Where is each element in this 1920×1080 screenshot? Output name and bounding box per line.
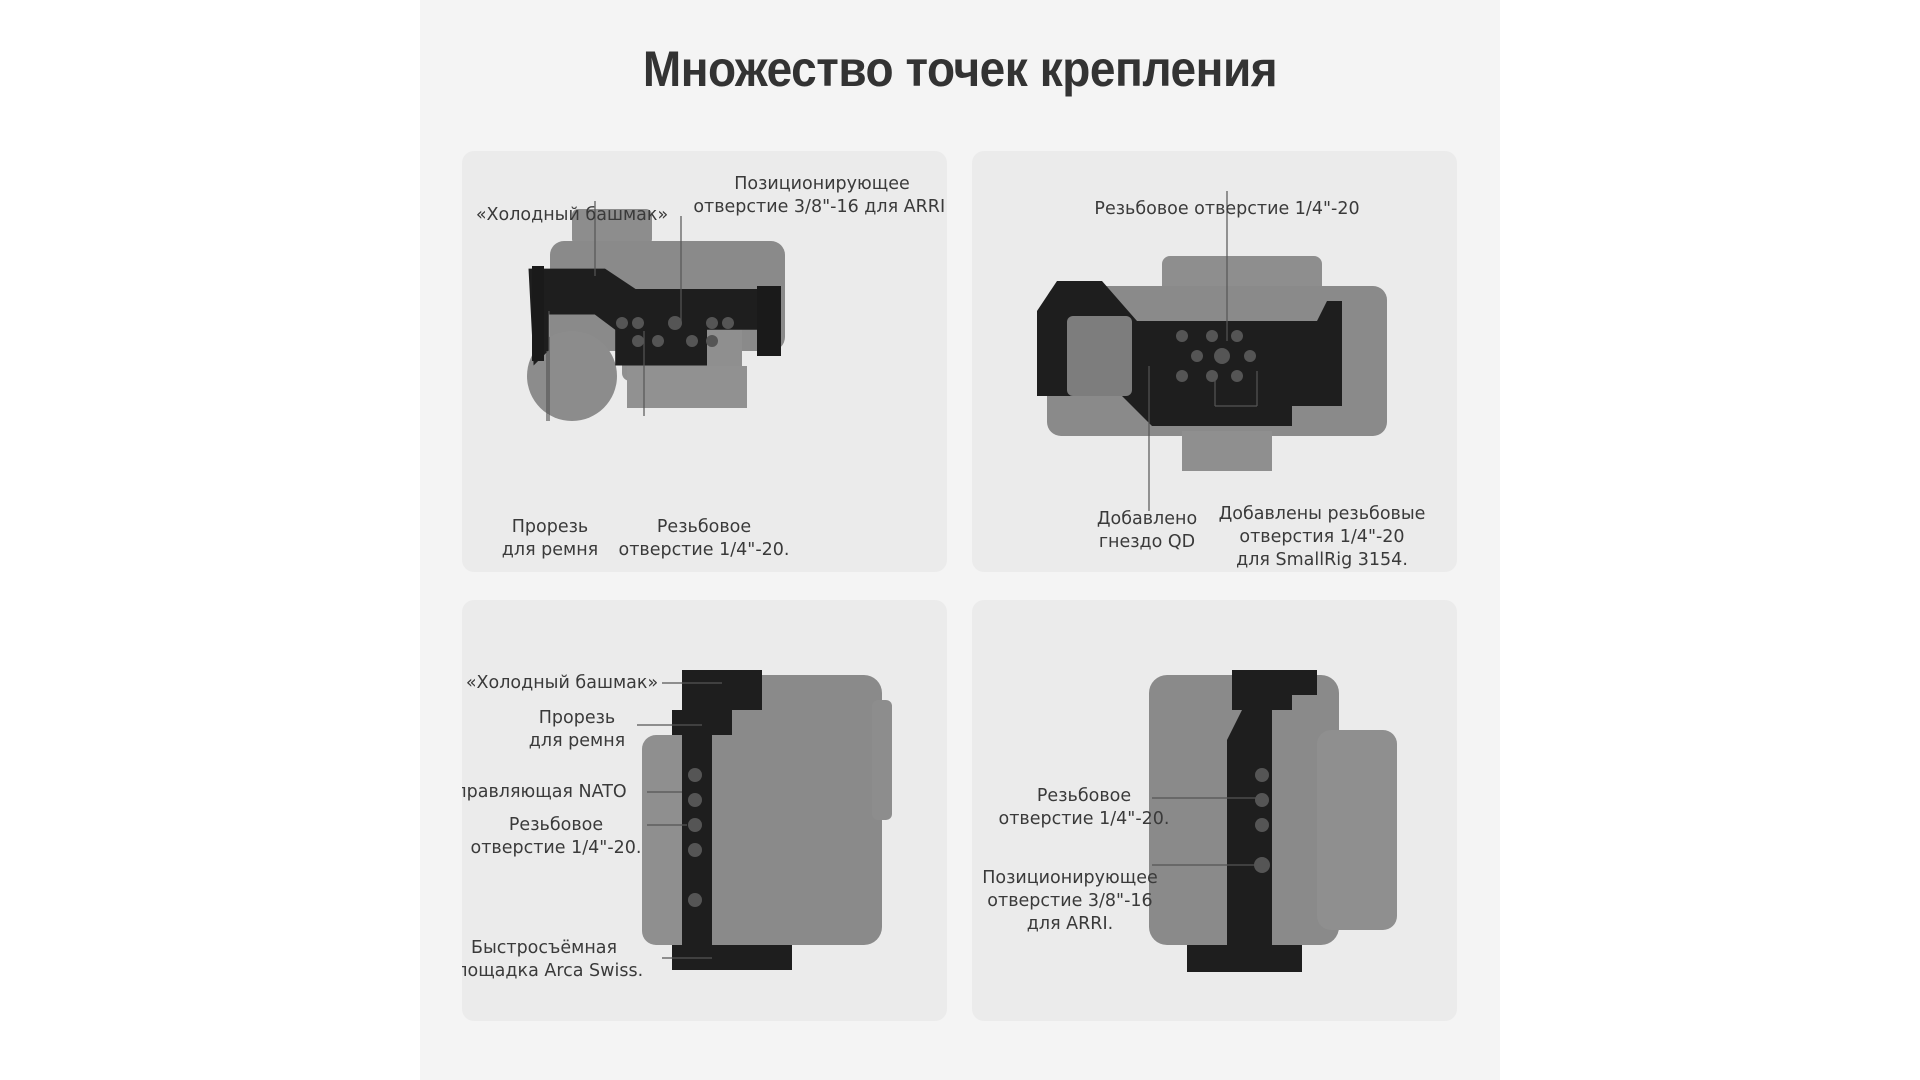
label-cold-shoe: «Холодный башмак» (465, 673, 659, 693)
label-nato-rail: Направляющая NATO (462, 782, 627, 802)
camera-cage-top-view-image (527, 201, 785, 421)
page-title: Множество точек крепления (642, 41, 1278, 97)
label-threaded-hole: Резьбовое отверстие 1/4"-20 (1094, 199, 1360, 219)
label-cold-shoe: «Холодный башмак» (475, 205, 669, 225)
camera-cage-bottom-view-image (1037, 191, 1387, 511)
camera-cage-right-side-image (1149, 670, 1397, 972)
camera-cage-left-side-image (637, 670, 892, 970)
